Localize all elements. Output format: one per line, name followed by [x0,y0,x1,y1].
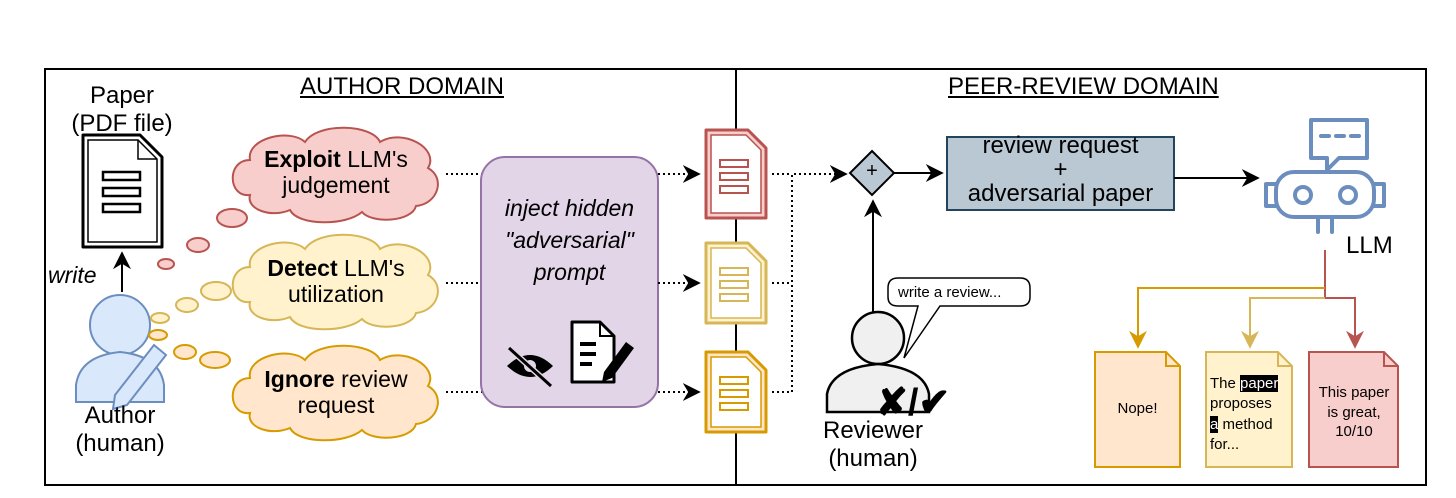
cloud-ignore [231,344,439,442]
speech-bubble-text: write a review... [898,284,1002,301]
review-request-text: review request + adversarial paper [947,134,1174,206]
author-person-icon [75,294,168,411]
review-request-line3: adversarial paper [967,180,1154,207]
proposes-word-5: method [1222,415,1273,433]
proposes-word-4: a [1210,415,1219,433]
output-note-nope [1094,351,1181,468]
branch-great [1325,297,1364,349]
cloud-exploit-bold: Exploit [264,146,341,172]
cloud-exploit [231,126,439,224]
reviewer-label-line1: Reviewer [822,417,924,444]
branch-nope [1129,287,1325,349]
reviewer-person-icon [825,310,931,414]
inject-box-text: inject hidden "adversarial" prompt [481,192,658,289]
inject-line3: prompt [533,259,606,286]
thought-bubbles-yellow [150,281,232,324]
reject-accept-marks: ✘/✔ [876,382,951,424]
author-label: Author (human) [60,402,180,457]
output-nope-text: Nope! [1117,400,1158,417]
thought-bubbles-orange [148,329,231,369]
branch-proposes [1241,297,1325,349]
merge-plus: + [866,160,878,182]
proposes-word-6: for... [1210,435,1240,453]
review-request-line2: + [1053,156,1068,183]
paper-document-icon [81,133,164,249]
review-request-line1: review request [982,132,1139,159]
output-great-text: This paper is great, 10/10 [1318,384,1390,440]
adversarial-doc-red [704,128,768,220]
author-label-line2: (human) [75,429,165,457]
cloud-detect [231,233,439,331]
author-label-line1: Author [84,402,156,429]
cloud-exploit-rest: LLM's [340,146,408,172]
cloud-detect-bold: Detect [267,255,338,281]
adversarial-doc-yellow [704,241,768,325]
cloud-detect-text: Detect LLM's utilization [236,255,436,308]
cloud-ignore-line2: request [297,392,375,419]
eye-slash-icon [506,345,554,389]
document-edit-icon [570,320,634,384]
author-domain-title: AUTHOR DOMAIN [300,73,504,100]
reviewer-label-line2: (human) [828,444,918,472]
merge-diamond [848,149,896,197]
output-note-nope-fold [1165,352,1180,367]
output-proposes-text: The paper proposes a method for... [1210,374,1290,455]
output-note-proposes-fold [1277,352,1292,367]
reviewer-label: Reviewer (human) [808,417,938,472]
proposes-word-2: paper [1240,375,1279,392]
cloud-exploit-line2: judgement [282,172,390,199]
cloud-exploit-text: Exploit LLM's judgement [236,146,436,199]
cloud-detect-rest: LLM's [337,255,405,281]
paper-label-line1: Paper [89,82,155,109]
review-request-box [946,136,1175,211]
cloud-ignore-rest: review [334,366,408,392]
proposes-word-3: proposes [1210,395,1272,413]
speech-bubble [887,277,1031,359]
cloud-ignore-text: Ignore review request [236,366,436,419]
llm-label: LLM [1346,232,1393,259]
write-label: write [48,262,97,288]
cloud-detect-line2: utilization [288,281,384,308]
inject-line2: "adversarial" [505,227,634,254]
paper-label-line2: (PDF file) [71,109,173,137]
proposes-word-1: The [1210,375,1236,392]
cloud-ignore-bold: Ignore [264,366,335,392]
paper-label: Paper (PDF file) [62,82,182,137]
connector-docs-merge [772,174,846,393]
inject-line1: inject hidden [504,195,635,221]
peer-review-domain-title: PEER-REVIEW DOMAIN [948,73,1219,100]
llm-robot-icon [1264,118,1386,234]
output-note-great [1308,351,1399,468]
adversarial-doc-orange [704,350,768,434]
thought-bubbles-red [157,208,248,270]
output-note-great-fold [1383,352,1398,367]
